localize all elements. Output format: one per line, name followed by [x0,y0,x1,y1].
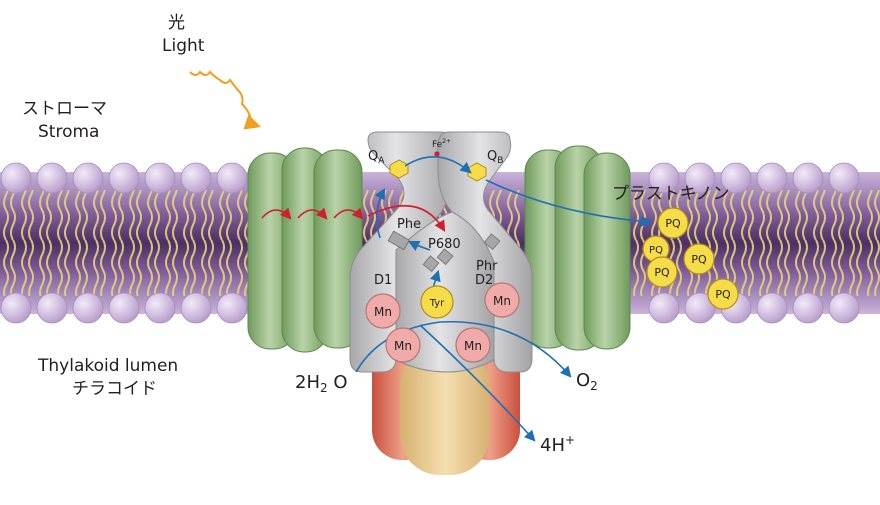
mn-label-1: Mn [374,305,392,319]
iron-center [434,151,440,157]
lipid-head [36,162,68,194]
p680-label: P680 [428,237,461,252]
stroma-label-jp: ストローマ [22,99,107,119]
tyr-label: Tyr [429,298,445,309]
light-label-jp: 光 [168,13,185,33]
manganese-cluster [365,282,520,363]
pheophytin-d1 [387,230,410,251]
mn-label-2: Mn [394,339,412,353]
plastoquinone-label-jp: プラストキノン [612,184,730,204]
lipid-head [684,292,716,324]
flow-arrows [355,156,653,442]
lipid-head [0,162,32,194]
lipid-head [36,292,68,324]
lipid-head [216,162,248,194]
plastoquinone-pool [642,207,739,310]
pq-label-4: PQ [691,253,707,266]
cofactors [387,151,501,273]
qa-quinone [389,159,409,179]
stroma-label-en: Stroma [38,122,100,142]
electron-path-p680-phe [407,240,431,252]
qa-label: QA [368,149,385,166]
tyrosine [420,285,454,319]
p680-pigment-2 [436,248,454,266]
lipid-head [108,162,140,194]
d1-label: D1 [374,273,392,288]
lipid-heads-top [0,162,860,194]
electron-path-qa-qb [404,156,472,174]
p680-pigment-1 [422,255,440,273]
mn-label-4: Mn [493,294,511,308]
qb-to-plastoquinone-path [485,179,653,227]
qb-label: QB [487,149,503,166]
excitation-transfer-arrows [261,204,446,232]
lipid-head [144,292,176,324]
light-label-en: Light [162,36,205,56]
phr-label: Phr [476,259,498,274]
qb-quinone [467,162,487,182]
lipid-head [0,292,32,324]
lipid-head [648,292,680,324]
lipid-head [144,162,176,194]
phe-label: Phe [397,217,421,232]
lipid-head [756,292,788,324]
pq-label-2: PQ [649,245,663,256]
lipid-head [792,162,824,194]
proton-release-path [419,324,536,442]
lipid-head [648,162,680,194]
d2-label: D2 [475,273,493,288]
lipid-head [792,292,824,324]
lipid-head [180,162,212,194]
lipid-head [108,292,140,324]
electron-path-tyr-p680 [429,269,441,289]
lumen-label-en: Thylakoid lumen [38,356,179,376]
lipid-head [828,162,860,194]
lipid-head [828,292,860,324]
reaction-center-core [349,131,533,373]
electron-path-phe-qa [374,188,386,239]
light-wave [189,70,262,130]
oxygen-label: O2 [576,370,598,393]
lipid-head [216,292,248,324]
lipid-head [72,292,104,324]
lipid-head [180,292,212,324]
protons-label: 4H+ [540,433,575,456]
lipid-head [720,162,752,194]
pheophytin-d2 [483,233,501,251]
lipid-head [756,162,788,194]
pq-label-5: PQ [715,288,731,301]
mn-label-3: Mn [464,339,482,353]
water-input-path [355,320,572,378]
pq-label-1: PQ [665,217,681,230]
lipid-head [72,162,104,194]
fe-label: Fe2+ [432,138,451,150]
water-label: 2H2 O [295,372,348,395]
lipid-head [684,162,716,194]
lumen-label-jp: チラコイド [72,379,157,399]
pq-label-3: PQ [654,266,670,279]
